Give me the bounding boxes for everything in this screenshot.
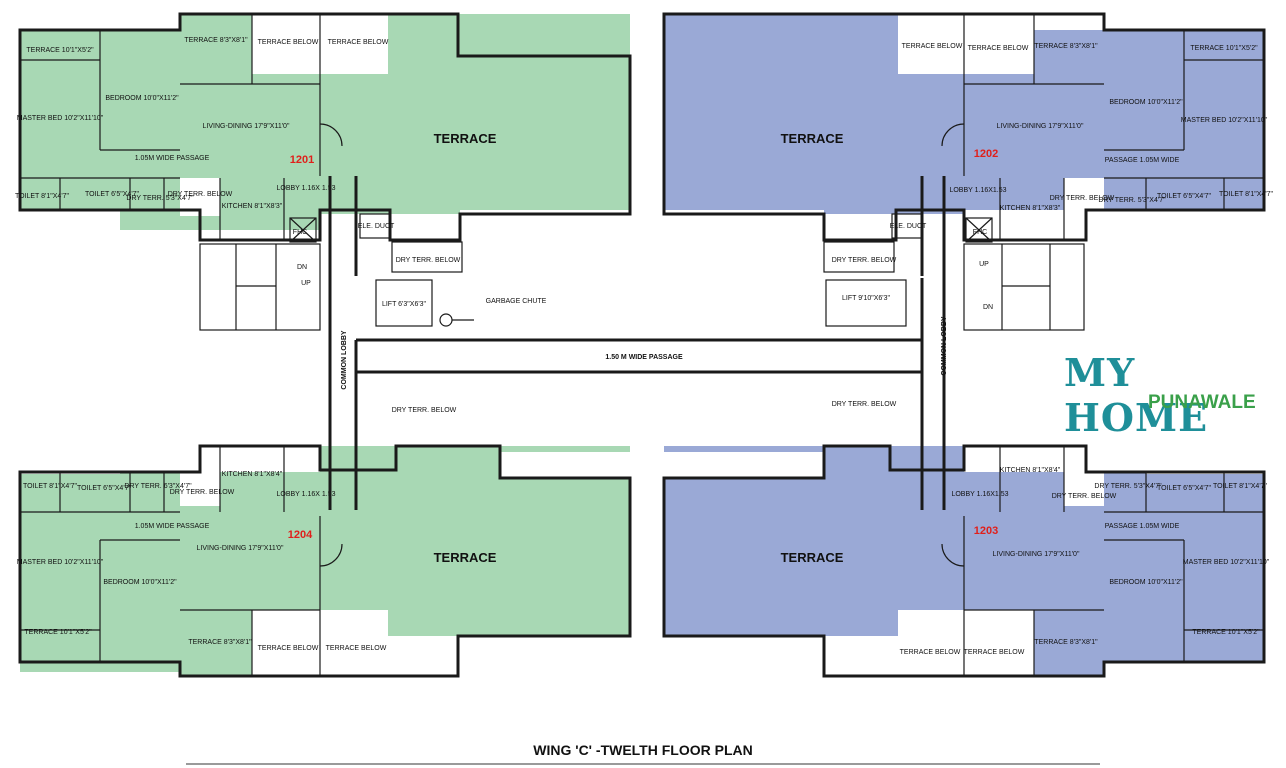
terrace-small-label: TERRACE 10'1"X5'2" bbox=[26, 47, 94, 54]
lift-label: LIFT 9'10"X6'3" bbox=[842, 295, 891, 302]
stair-up-label: UP bbox=[301, 280, 311, 287]
living-dining-label: LIVING-DINING 17'9"X11'0" bbox=[203, 123, 290, 130]
terrace-small-label: TERRACE 8'3"X8'1" bbox=[184, 37, 248, 44]
terrace-below-label: TERRACE BELOW bbox=[258, 39, 319, 46]
terrace-small-label: TERRACE 8'3"X8'1" bbox=[188, 639, 252, 646]
terrace-below-label: TERRACE BELOW bbox=[328, 39, 389, 46]
lobby-label: LOBBY 1.16X1.53 bbox=[951, 491, 1008, 498]
brand-line-1: MY HOME bbox=[1064, 350, 1209, 440]
terrace-below-label: TERRACE BELOW bbox=[258, 645, 319, 652]
dry-terrace-below-label: DRY TERR. BELOW bbox=[832, 401, 897, 408]
stair-down-label: DN bbox=[983, 304, 993, 311]
title-underline bbox=[186, 763, 1100, 765]
master-bed-label: MASTER BED 10'2"X11'10" bbox=[17, 559, 104, 566]
dry-terrace-below-label: DRY TERR. BELOW bbox=[1050, 195, 1115, 202]
terrace-small-label: TERRACE 10'1"X5'2" bbox=[24, 629, 92, 636]
brand-line-2: PUNAWALE bbox=[1148, 392, 1256, 413]
terrace-small-label: TERRACE 8'3"X8'1" bbox=[1034, 43, 1098, 50]
unit-1201: 1201 TERRACE TERRACE 10'1"X5'2" TERRACE … bbox=[15, 12, 632, 242]
terrace-below-label: TERRACE BELOW bbox=[968, 45, 1029, 52]
toilet-label: TOILET 8'1"X4'7" bbox=[1219, 191, 1274, 198]
unit-number: 1202 bbox=[974, 148, 998, 160]
terrace-below-label: TERRACE BELOW bbox=[902, 43, 963, 50]
toilet-label: TOILET 8'1"X4'7" bbox=[15, 193, 70, 200]
terrace-label: TERRACE bbox=[781, 550, 844, 565]
terrace-small-label: TERRACE 10'1"X5'2" bbox=[1192, 629, 1260, 636]
kitchen-label: KITCHEN 8'1"X8'3" bbox=[222, 203, 283, 210]
ele-duct-label: ELE. DUCT bbox=[358, 223, 395, 230]
fhc-label: FHC bbox=[293, 229, 307, 236]
toilet-label: TOILET 8'1"X4'7" bbox=[23, 483, 78, 490]
toilet-label: TOILET 6'5"X4'7" bbox=[85, 191, 140, 198]
terrace-small-label: TERRACE 10'1"X5'2" bbox=[1190, 45, 1258, 52]
master-bed-label: MASTER BED 10'2"X11'10" bbox=[17, 115, 104, 122]
living-dining-label: LIVING-DINING 17'9"X11'0" bbox=[993, 551, 1080, 558]
terrace-below-label: TERRACE BELOW bbox=[326, 645, 387, 652]
unit-number: 1203 bbox=[974, 525, 998, 537]
living-dining-label: LIVING-DINING 17'9"X11'0" bbox=[997, 123, 1084, 130]
dry-terrace-below-label: DRY TERR. BELOW bbox=[832, 257, 897, 264]
kitchen-label: KITCHEN 8'1"X8'3" bbox=[1000, 205, 1061, 212]
garbage-chute-label: GARBAGE CHUTE bbox=[486, 298, 547, 305]
master-bed-label: MASTER BED 10'2"X11'10" bbox=[1181, 117, 1268, 124]
terrace-small-label: TERRACE 8'3"X8'1" bbox=[1034, 639, 1098, 646]
terrace-label: TERRACE bbox=[434, 550, 497, 565]
lobby-label: LOBBY 1.16X 1.53 bbox=[276, 185, 335, 192]
dry-terrace-below-label: DRY TERR. BELOW bbox=[396, 257, 461, 264]
passage-label: 1.05M WIDE PASSAGE bbox=[135, 523, 210, 530]
living-dining-label: LIVING-DINING 17'9"X11'0" bbox=[197, 545, 284, 552]
dry-terrace-below-label: DRY TERR. BELOW bbox=[392, 407, 457, 414]
bedroom-label: BEDROOM 10'0"X11'2" bbox=[105, 95, 179, 102]
terrace-label: TERRACE bbox=[781, 131, 844, 146]
common-lobby-label: COMMON LOBBY bbox=[341, 330, 348, 389]
brand-logo: MY HOME bbox=[1064, 350, 1286, 440]
bedroom-label: BEDROOM 10'0"X11'2" bbox=[1109, 99, 1183, 106]
unit-1204: 1204 TERRACE TERRACE 10'1"X5'2" TERRACE … bbox=[17, 444, 632, 678]
toilet-label: TOILET 6'5"X4'7" bbox=[77, 485, 132, 492]
terrace-below-label: TERRACE BELOW bbox=[964, 649, 1025, 656]
bedroom-label: BEDROOM 10'0"X11'2" bbox=[103, 579, 177, 586]
stair-up-label: UP bbox=[979, 261, 989, 268]
dry-terrace-label: DRY TERR. 5'3"X4'7" bbox=[1094, 483, 1162, 490]
master-bed-label: MASTER BED 10'2"X11'10" bbox=[1183, 559, 1270, 566]
ele-duct-label: ELE. DUCT bbox=[890, 223, 927, 230]
lobby-label: LOBBY 1.16X1.53 bbox=[949, 187, 1006, 194]
lobby-label: LOBBY 1.16X 1.53 bbox=[276, 491, 335, 498]
passage-label: 1.05M WIDE PASSAGE bbox=[135, 155, 210, 162]
terrace-below-label: TERRACE BELOW bbox=[900, 649, 961, 656]
dry-terrace-label: DRY TERR. 6'3"X4'7" bbox=[124, 483, 192, 490]
bedroom-label: BEDROOM 10'0"X11'2" bbox=[1109, 579, 1183, 586]
passage-label: PASSAGE 1.05M WIDE bbox=[1105, 523, 1180, 530]
dry-terrace-label: DRY TERR. 5'3"X4'7" bbox=[126, 195, 194, 202]
dry-terrace-label: DRY TERR. 5'3"X4'7" bbox=[1098, 197, 1166, 204]
common-core: COMMON LOBBY COMMON LOBBY 1.50 M WIDE PA… bbox=[199, 176, 1085, 510]
fhc-label: FHC bbox=[973, 229, 987, 236]
kitchen-label: KITCHEN 8'1"X8'4" bbox=[1000, 467, 1061, 474]
unit-number: 1201 bbox=[290, 154, 314, 166]
lift-label: LIFT 6'3"X6'3" bbox=[382, 301, 427, 308]
unit-number: 1204 bbox=[288, 529, 313, 541]
kitchen-label: KITCHEN 8'1"X8'4" bbox=[222, 471, 283, 478]
terrace-label: TERRACE bbox=[434, 131, 497, 146]
common-lobby-label: COMMON LOBBY bbox=[941, 316, 948, 375]
passage-label: 1.50 M WIDE PASSAGE bbox=[605, 354, 683, 361]
unit-1202: 1202 TERRACE TERRACE 10'1"X5'2" TERRACE … bbox=[662, 12, 1274, 242]
dry-terrace-below-label: DRY TERR. BELOW bbox=[170, 489, 235, 496]
plan-title: WING 'C' -TWELTH FLOOR PLAN bbox=[533, 742, 753, 758]
toilet-label: TOILET 8'1"X4'7" bbox=[1213, 483, 1268, 490]
dry-terrace-below-label: DRY TERR. BELOW bbox=[168, 191, 233, 198]
passage-label: PASSAGE 1.05M WIDE bbox=[1105, 157, 1180, 164]
toilet-label: TOILET 6'5"X4'7" bbox=[1157, 485, 1212, 492]
dry-terrace-below-label: DRY TERR. BELOW bbox=[1052, 493, 1117, 500]
stair-down-label: DN bbox=[297, 264, 307, 271]
unit-1203: 1203 TERRACE TERRACE 10'1"X5'2" TERRACE … bbox=[662, 444, 1270, 678]
toilet-label: TOILET 6'5"X4'7" bbox=[1157, 193, 1212, 200]
